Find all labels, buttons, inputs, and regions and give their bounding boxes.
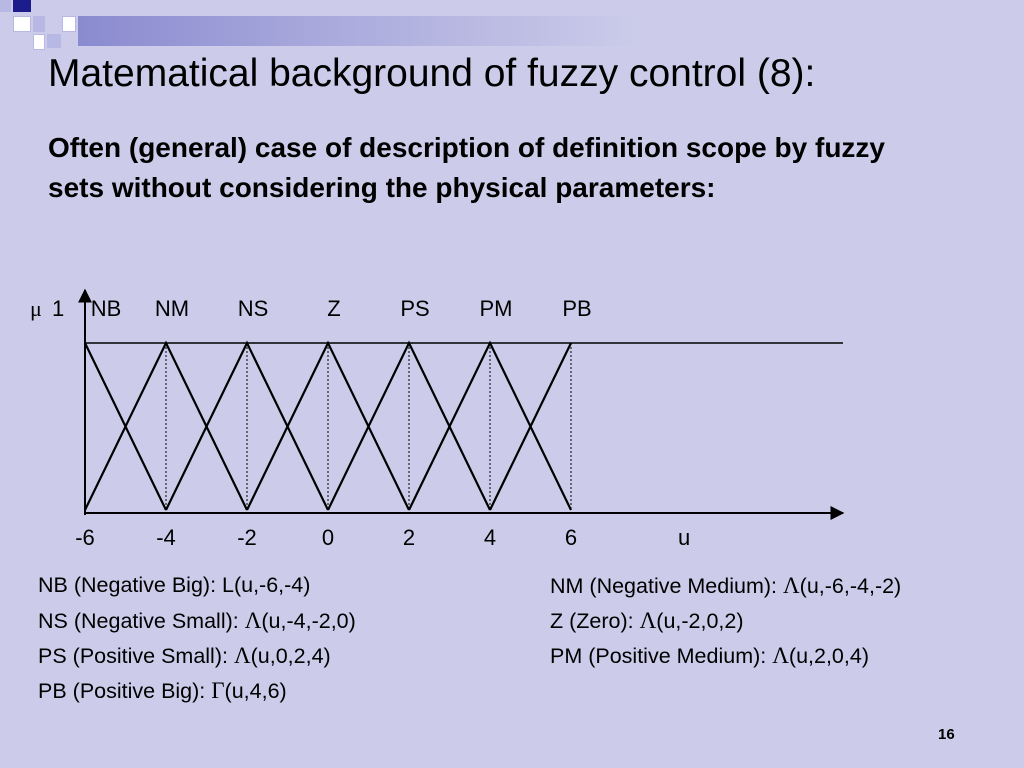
membership-function-diagram: μ 1 NB NM NS Z PS PM PB -6 -4 -2 0 2 4 6 u bbox=[30, 288, 845, 550]
definition-pm: PM (Positive Medium): Λ(u,2,0,4) bbox=[550, 643, 869, 668]
tick-label: -2 bbox=[237, 525, 257, 550]
deco-square bbox=[13, 16, 31, 32]
membership-curve-ns bbox=[165, 340, 329, 511]
membership-curve-pm bbox=[408, 340, 572, 511]
mu-value: 1 bbox=[52, 296, 64, 321]
tick-label: -4 bbox=[156, 525, 176, 550]
tick-label: 4 bbox=[484, 525, 496, 550]
membership-curve-pb bbox=[489, 342, 572, 511]
tick-label: -6 bbox=[75, 525, 95, 550]
definitions-right: NM (Negative Medium): Λ(u,-6,-4,-2) Z (Z… bbox=[550, 568, 901, 673]
deco-square bbox=[47, 34, 61, 48]
set-label-ps: PS bbox=[400, 296, 429, 321]
membership-curve-ps bbox=[327, 340, 491, 511]
deco-square bbox=[62, 16, 76, 32]
set-label-nb: NB bbox=[91, 296, 122, 321]
membership-curve-nm bbox=[84, 340, 248, 511]
page-title: Matematical background of fuzzy control … bbox=[48, 52, 816, 95]
tick-label: 6 bbox=[565, 525, 577, 550]
definition-pb: PB (Positive Big): Γ(u,4,6) bbox=[38, 678, 287, 703]
set-label-nm: NM bbox=[155, 296, 189, 321]
definition-nb: NB (Negative Big): L(u,-6,-4) bbox=[38, 573, 311, 597]
definition-z: Z (Zero): Λ(u,-2,0,2) bbox=[550, 608, 744, 633]
set-label-pm: PM bbox=[480, 296, 513, 321]
mu-symbol: μ bbox=[30, 296, 42, 321]
definition-ns: NS (Negative Small): Λ(u,-4,-2,0) bbox=[38, 608, 356, 633]
definitions-left: NB (Negative Big): L(u,-6,-4) NS (Negati… bbox=[38, 568, 356, 708]
set-label-z: Z bbox=[327, 296, 340, 321]
definition-nm: NM (Negative Medium): Λ(u,-6,-4,-2) bbox=[550, 573, 902, 598]
deco-gradient-bar bbox=[78, 16, 1024, 46]
tick-label: 2 bbox=[403, 525, 415, 550]
deco-square bbox=[0, 0, 11, 12]
set-label-ns: NS bbox=[238, 296, 269, 321]
deco-square bbox=[33, 16, 45, 32]
x-axis-label: u bbox=[678, 525, 690, 550]
definition-ps: PS (Positive Small): Λ(u,0,2,4) bbox=[38, 643, 331, 668]
membership-curve-z bbox=[246, 340, 410, 511]
page-number: 16 bbox=[938, 726, 955, 743]
deco-square bbox=[33, 34, 45, 50]
tick-label: 0 bbox=[322, 525, 334, 550]
set-label-pb: PB bbox=[562, 296, 591, 321]
subtitle: Often (general) case of description of d… bbox=[48, 132, 885, 203]
deco-square bbox=[13, 0, 31, 12]
